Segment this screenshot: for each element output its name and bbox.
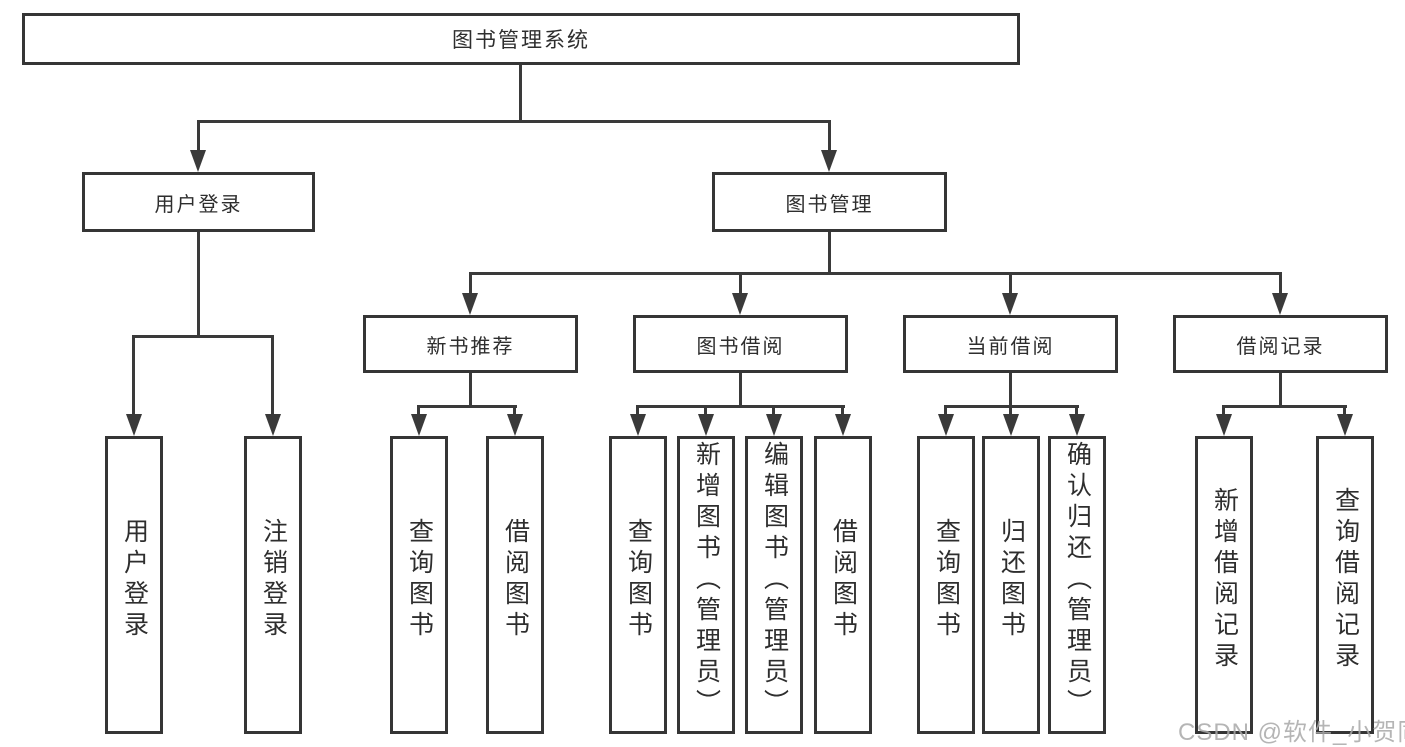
leaf-label: 查询图书	[405, 518, 434, 642]
connector-hline	[636, 405, 845, 408]
connector-vline	[1279, 373, 1282, 408]
watermark: CSDN @软件_小贺同学	[1178, 719, 1405, 746]
leaf-borrow-books: 借阅图书	[814, 436, 872, 734]
connector-arrowhead	[698, 414, 714, 436]
node-label: 图书管理	[785, 193, 874, 216]
connector-arrowhead	[507, 414, 523, 436]
connector-hline	[132, 335, 274, 338]
leaf-label: 编辑图书（管理员）	[760, 440, 789, 720]
connector-vline	[513, 405, 516, 417]
connector-arrowhead	[265, 414, 281, 436]
leaf-label: 新增借阅记录	[1210, 487, 1239, 673]
leaf-query-books-current: 查询图书	[917, 436, 975, 734]
node-label: 用户登录	[154, 193, 243, 216]
leaf-label: 查询借阅记录	[1331, 487, 1360, 673]
leaf-borrow-books-recommend: 借阅图书	[486, 436, 544, 734]
connector-arrowhead	[732, 293, 748, 315]
leaf-label: 确认归还（管理员）	[1063, 440, 1092, 720]
connector-arrowhead	[1069, 414, 1085, 436]
leaf-edit-book-admin: 编辑图书（管理员）	[745, 436, 803, 734]
leaf-add-book-admin: 新增图书（管理员）	[677, 436, 735, 734]
connector-vline	[469, 373, 472, 408]
node-new-book-recommend: 新书推荐	[363, 315, 578, 373]
connector-vline	[944, 405, 947, 417]
leaf-label: 新增图书（管理员）	[692, 440, 721, 720]
connector-arrowhead	[1003, 414, 1019, 436]
connector-vline	[1009, 275, 1012, 295]
connector-arrowhead	[1337, 414, 1353, 436]
connector-vline	[469, 275, 472, 295]
leaf-user-login: 用户登录	[105, 436, 163, 734]
node-current-borrow: 当前借阅	[903, 315, 1118, 373]
connector-vline	[739, 373, 742, 408]
leaf-label: 借阅图书	[829, 518, 858, 642]
connector-vline	[1009, 373, 1012, 408]
leaf-query-borrow-record: 查询借阅记录	[1316, 436, 1374, 734]
leaf-label: 用户登录	[120, 518, 149, 642]
connector-vline	[1279, 275, 1282, 295]
connector-vline	[417, 405, 420, 417]
connector-vline	[1222, 405, 1225, 417]
connector-hline	[417, 405, 517, 408]
connector-vline	[828, 123, 831, 152]
leaf-add-borrow-record: 新增借阅记录	[1195, 436, 1253, 734]
node-label: 图书管理系统	[452, 29, 590, 52]
connector-vline	[704, 405, 707, 417]
connector-hline	[1222, 405, 1347, 408]
connector-arrowhead	[1272, 293, 1288, 315]
leaf-query-books-recommend: 查询图书	[390, 436, 448, 734]
leaf-confirm-return-admin: 确认归还（管理员）	[1048, 436, 1106, 734]
leaf-label: 注销登录	[259, 518, 288, 642]
connector-hline	[197, 120, 831, 123]
node-label: 借阅记录	[1236, 335, 1325, 358]
leaf-label: 借阅图书	[501, 518, 530, 642]
connector-vline	[739, 275, 742, 295]
leaf-logout: 注销登录	[244, 436, 302, 734]
node-label: 图书借阅	[696, 335, 785, 358]
connector-vline	[132, 338, 135, 416]
node-root: 图书管理系统	[22, 13, 1020, 65]
connector-arrowhead	[766, 414, 782, 436]
leaf-label: 归还图书	[997, 518, 1026, 642]
leaf-return-books: 归还图书	[982, 436, 1040, 734]
connector-arrowhead	[821, 150, 837, 172]
connector-vline	[828, 232, 831, 275]
leaf-label: 查询图书	[624, 518, 653, 642]
connector-arrowhead	[1002, 293, 1018, 315]
connector-vline	[197, 123, 200, 152]
connector-vline	[519, 65, 522, 123]
connector-hline	[469, 272, 1282, 275]
connector-vline	[1343, 405, 1346, 417]
node-book-borrow: 图书借阅	[633, 315, 848, 373]
connector-arrowhead	[462, 293, 478, 315]
connector-vline	[772, 405, 775, 417]
connector-vline	[197, 232, 200, 338]
node-user-login: 用户登录	[82, 172, 315, 232]
leaf-label: 查询图书	[932, 518, 961, 642]
node-label: 新书推荐	[426, 335, 515, 358]
connector-arrowhead	[630, 414, 646, 436]
node-borrow-records: 借阅记录	[1173, 315, 1388, 373]
connector-arrowhead	[126, 414, 142, 436]
connector-vline	[636, 405, 639, 417]
connector-arrowhead	[938, 414, 954, 436]
connector-vline	[841, 405, 844, 417]
node-label: 当前借阅	[966, 335, 1055, 358]
node-book-management: 图书管理	[712, 172, 947, 232]
connector-vline	[1009, 405, 1012, 417]
leaf-query-books-borrow: 查询图书	[609, 436, 667, 734]
connector-arrowhead	[411, 414, 427, 436]
connector-arrowhead	[190, 150, 206, 172]
connector-vline	[1075, 405, 1078, 417]
connector-arrowhead	[835, 414, 851, 436]
connector-arrowhead	[1216, 414, 1232, 436]
connector-vline	[271, 338, 274, 416]
